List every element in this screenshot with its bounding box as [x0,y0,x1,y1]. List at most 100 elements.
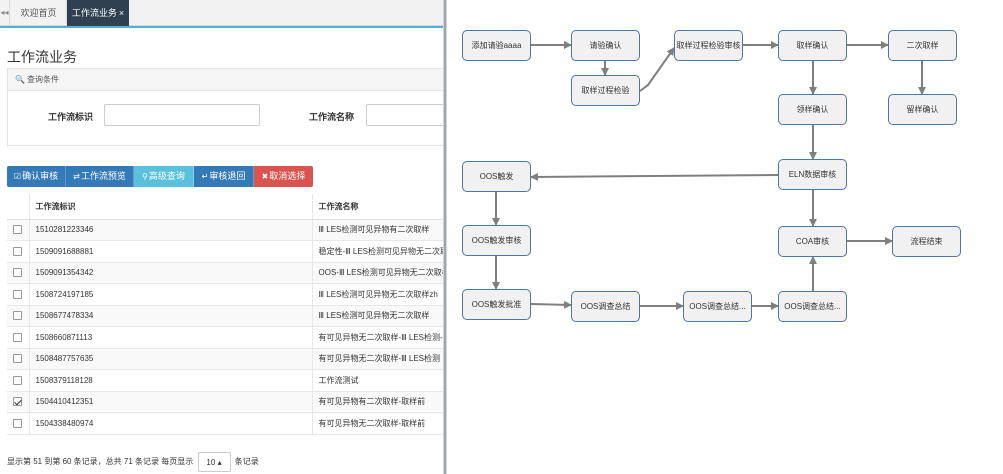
row-wf-name: Ⅲ LES检测可见异物有二次取样 [312,219,443,241]
close-icon[interactable]: × [118,8,125,18]
cancel-select-label: 取消选择 [269,171,306,181]
advanced-query-button[interactable]: ⚲高级查询 [134,166,194,187]
node-add-request[interactable]: 添加请验aaaa [462,30,531,61]
node-oos-trigger-review[interactable]: OOS触发审核 [462,225,531,256]
row-select-cell [7,262,30,284]
flowchart-edges [492,41,926,310]
query-panel: 🔍查询条件 工作流标识 工作流名称 [7,68,443,146]
node-oos-summary-2[interactable]: OOS调查总结... [683,291,752,322]
node-oos-summary-3[interactable]: OOS调查总结... [778,291,847,322]
flow-edge-8 [530,172,779,181]
table-header-row: 工作流标识 工作流名称 [7,194,443,220]
node-pick-confirm[interactable]: 领样确认 [778,94,847,125]
pager-suffix: 条记录 [234,457,259,466]
header-select-cell [7,194,30,220]
row-wf-id: 1508677478334 [29,305,313,327]
wf-id-input[interactable] [104,104,260,126]
tab-bar: ◂◂ 欢迎首页 工作流业务× [0,0,443,26]
row-checkbox[interactable] [13,397,23,407]
row-checkbox[interactable] [13,246,23,256]
node-oos-trigger[interactable]: OOS触发 [462,161,531,192]
node-coa-review[interactable]: COA审核 [778,226,847,257]
return-icon: ↵ [201,172,209,181]
confirm-review-label: 确认审核 [22,171,59,181]
column-header-wf-name[interactable]: 工作流名称 [312,194,443,220]
node-retain-confirm[interactable]: 留样确认 [888,94,957,125]
row-wf-name: 有可见异物无二次取样-Ⅲ LES检测-新 [312,326,443,349]
tab-separator [0,26,443,28]
row-checkbox[interactable] [13,268,23,278]
tab-workflow[interactable]: 工作流业务× [67,0,129,26]
row-wf-name: Ⅲ LES检测可见异物无二次取样zh [312,283,443,306]
flow-preview-button[interactable]: ⇄工作流预览 [66,166,134,187]
page-title: 工作流业务 [7,49,77,65]
node-sample-confirm[interactable]: 取样确认 [778,30,847,61]
row-checkbox[interactable] [13,289,23,299]
row-select-cell [7,240,30,263]
flow-preview-label: 工作流预览 [80,171,126,181]
cancel-select-button[interactable]: ✖取消选择 [254,166,313,187]
row-wf-id: 1509091354342 [29,262,313,284]
row-checkbox[interactable] [13,354,23,364]
row-select-cell [7,219,30,241]
search-icon: 🔍 [15,75,25,84]
node-eln-review[interactable]: ELN数据审核 [778,159,847,190]
row-wf-id: 1508724197185 [29,283,313,306]
confirm-review-button[interactable]: ☑确认审核 [7,166,66,187]
row-checkbox[interactable] [13,418,23,428]
flowchart-panel: 添加请验aaaa 请验确认 取样过程检验审核 取样确认 二次取样 取样过程检验 … [447,0,1003,474]
tab-scroll-left-icon[interactable]: ◂◂ [0,0,10,26]
column-header-wf-id[interactable]: 工作流标识 [29,194,313,220]
check-square-icon: ☑ [13,172,22,181]
row-checkbox[interactable] [13,332,23,342]
row-wf-id: 1508379118128 [29,369,313,392]
wf-id-label: 工作流标识 [48,112,94,122]
query-panel-header[interactable]: 🔍查询条件 [8,69,443,91]
row-wf-id: 1508660871113 [29,326,313,349]
row-checkbox[interactable] [13,311,23,321]
toolbar: ☑确认审核 ⇄工作流预览 ⚲高级查询 ↵审核退回 ✖取消选择 [7,166,313,187]
panel-divider[interactable] [443,0,447,474]
wf-name-label: 工作流名称 [309,112,355,122]
node-flow-end[interactable]: 流程结束 [892,226,961,257]
caret-up-icon: ▴ [217,458,222,467]
row-wf-id: 1508487757635 [29,348,313,370]
tab-home-label: 欢迎首页 [20,8,57,18]
node-oos-trigger-approve[interactable]: OOS触发批准 [462,289,531,320]
divider-stripe [444,0,446,474]
row-wf-id: 1504410412351 [29,391,313,413]
shuffle-icon: ⇄ [73,172,80,181]
review-return-button[interactable]: ↵审核退回 [194,166,254,187]
node-sampling-check[interactable]: 取样过程检验 [571,75,640,106]
row-wf-name: 有可见异物无二次取样-Ⅲ LES检测 [312,348,443,370]
node-second-sampling[interactable]: 二次取样 [888,30,957,61]
flow-edge-11 [530,300,572,309]
row-checkbox[interactable] [13,225,23,235]
wf-name-input[interactable] [366,104,443,126]
row-select-cell [7,326,30,349]
page-size-select[interactable]: 10 ▴ [197,452,231,472]
row-wf-name: Ⅲ LES检测可见异物无二次取样 [312,305,443,327]
row-checkbox[interactable] [13,375,23,385]
pager: 显示第 51 到第 60 条记录，总共 71 条记录 每页显示 10 ▴ 条记录 [7,452,259,472]
row-wf-name: 稳定性-Ⅲ LES检测可见异物无二次取 [312,240,443,263]
row-wf-name: 有可见异物无二次取样-取样前 [312,412,443,435]
tab-home[interactable]: 欢迎首页 [11,0,67,26]
node-sampling-check-review[interactable]: 取样过程检验审核 [674,30,743,61]
node-request-confirm[interactable]: 请验确认 [571,30,640,61]
row-select-cell [7,283,30,306]
page-size-value: 10 [206,458,216,467]
advanced-query-label: 高级查询 [148,171,185,181]
node-oos-summary-1[interactable]: OOS调查总结 [571,291,640,322]
